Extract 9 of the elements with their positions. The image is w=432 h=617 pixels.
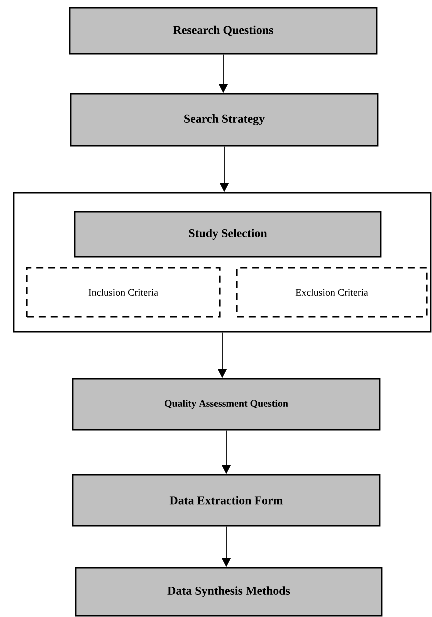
process-box: Study Selection [74, 211, 382, 258]
criteria-box: Exclusion Criteria [236, 267, 428, 318]
process-box: Research Questions [69, 7, 378, 55]
process-box: Quality Assessment Question [72, 378, 381, 431]
process-box: Data Extraction Form [72, 474, 381, 527]
process-box: Search Strategy [70, 93, 379, 147]
process-box: Data Synthesis Methods [75, 567, 383, 617]
group-box [13, 192, 432, 333]
criteria-box: Inclusion Criteria [26, 267, 221, 318]
